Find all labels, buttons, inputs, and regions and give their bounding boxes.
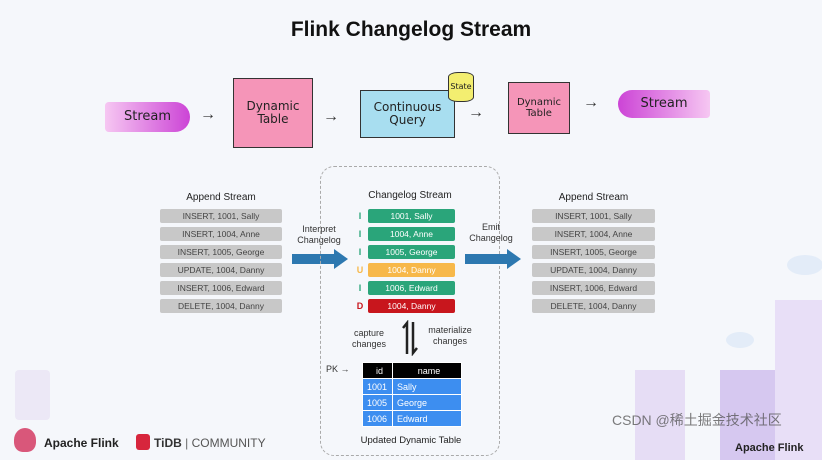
materialize-label: materialize changes: [428, 325, 472, 346]
col-name: name: [392, 362, 462, 379]
cell: Sally: [392, 378, 462, 395]
list-item: INSERT, 1001, Sally: [532, 209, 655, 223]
op-letter: I: [358, 229, 362, 239]
list-item: INSERT, 1006, Edward: [532, 281, 655, 295]
list-item: DELETE, 1004, Danny: [532, 299, 655, 313]
flink-logo-icon: [14, 428, 36, 452]
cell: Edward: [392, 410, 462, 427]
emit-label: Emit Changelog: [469, 222, 513, 243]
stream-in: Stream: [105, 102, 190, 132]
arrow-icon: →: [468, 104, 484, 121]
changelog-item: 1001, Sally: [368, 209, 455, 223]
up-down-arrows-icon: [402, 320, 418, 356]
watermark: CSDN @稀土掘金技术社区: [612, 412, 782, 428]
changelog-item: 1004, Anne: [368, 227, 455, 241]
dynamic-table-in: Dynamic Table: [233, 78, 313, 148]
changelog-row: I 1005, George: [355, 245, 455, 259]
changelog-row: U 1004, Danny: [355, 263, 455, 277]
changelog-header: Changelog Stream: [368, 190, 452, 201]
table-caption: Updated Dynamic Table: [360, 435, 462, 446]
changelog-row: D 1004, Danny: [355, 299, 455, 313]
cell: George: [392, 394, 462, 411]
apache-flink-label: Apache Flink: [44, 436, 119, 450]
right-header: Append Stream: [558, 192, 629, 203]
right-append-stream: INSERT, 1001, Sally INSERT, 1004, Anne I…: [532, 209, 655, 313]
col-id: id: [362, 362, 393, 379]
op-letter: D: [356, 301, 364, 311]
list-item: UPDATE, 1004, Danny: [532, 263, 655, 277]
op-letter: I: [358, 283, 362, 293]
left-header: Append Stream: [186, 192, 256, 203]
changelog-row: I 1001, Sally: [355, 209, 455, 223]
changelog-item: 1004, Danny: [368, 299, 455, 313]
background-pillar: [15, 370, 50, 420]
arrow-icon: →: [323, 108, 339, 125]
list-item: INSERT, 1005, George: [532, 245, 655, 259]
community-text: COMMUNITY: [191, 436, 266, 450]
changelog-row: I 1004, Anne: [355, 227, 455, 241]
interpret-label: Interpret Changelog: [297, 224, 341, 245]
page-title: Flink Changelog Stream: [290, 18, 532, 41]
list-item: INSERT, 1004, Anne: [532, 227, 655, 241]
list-item: DELETE, 1004, Danny: [160, 299, 282, 313]
left-append-stream: INSERT, 1001, Sally INSERT, 1004, Anne I…: [160, 209, 282, 313]
cell: 1006: [362, 410, 393, 427]
changelog-item: 1006, Edward: [368, 281, 455, 295]
changelog-item: 1005, George: [368, 245, 455, 259]
right-arrow-icon: [465, 249, 521, 269]
arrow-icon: →: [340, 364, 350, 374]
continuous-query: Continuous Query: [360, 90, 455, 138]
list-item: INSERT, 1004, Anne: [160, 227, 282, 241]
stream-out: Stream: [618, 90, 710, 118]
cell: 1005: [362, 394, 393, 411]
apache-flink-right: Apache Flink: [735, 442, 804, 454]
op-letter: I: [358, 211, 362, 221]
cell: 1001: [362, 378, 393, 395]
state-cylinder: State: [448, 72, 474, 102]
dynamic-table-out: Dynamic Table: [508, 82, 570, 134]
tidb-label: TiDB | COMMUNITY: [154, 436, 266, 450]
changelog-item: 1004, Danny: [368, 263, 455, 277]
tidb-text: TiDB: [154, 436, 182, 450]
arrow-icon: →: [200, 106, 216, 123]
op-letter: U: [356, 265, 364, 275]
pk-text: PK: [326, 364, 339, 374]
tidb-logo-icon: [136, 434, 150, 450]
op-letter: I: [358, 247, 362, 257]
list-item: INSERT, 1005, George: [160, 245, 282, 259]
changelog-panel: [320, 166, 500, 456]
pk-label: PK →: [326, 364, 350, 374]
list-item: INSERT, 1006, Edward: [160, 281, 282, 295]
arrow-icon: →: [583, 94, 599, 111]
changelog-row: I 1006, Edward: [355, 281, 455, 295]
list-item: INSERT, 1001, Sally: [160, 209, 282, 223]
list-item: UPDATE, 1004, Danny: [160, 263, 282, 277]
capture-label: capture changes: [351, 328, 387, 349]
background-buildings: [635, 255, 822, 460]
